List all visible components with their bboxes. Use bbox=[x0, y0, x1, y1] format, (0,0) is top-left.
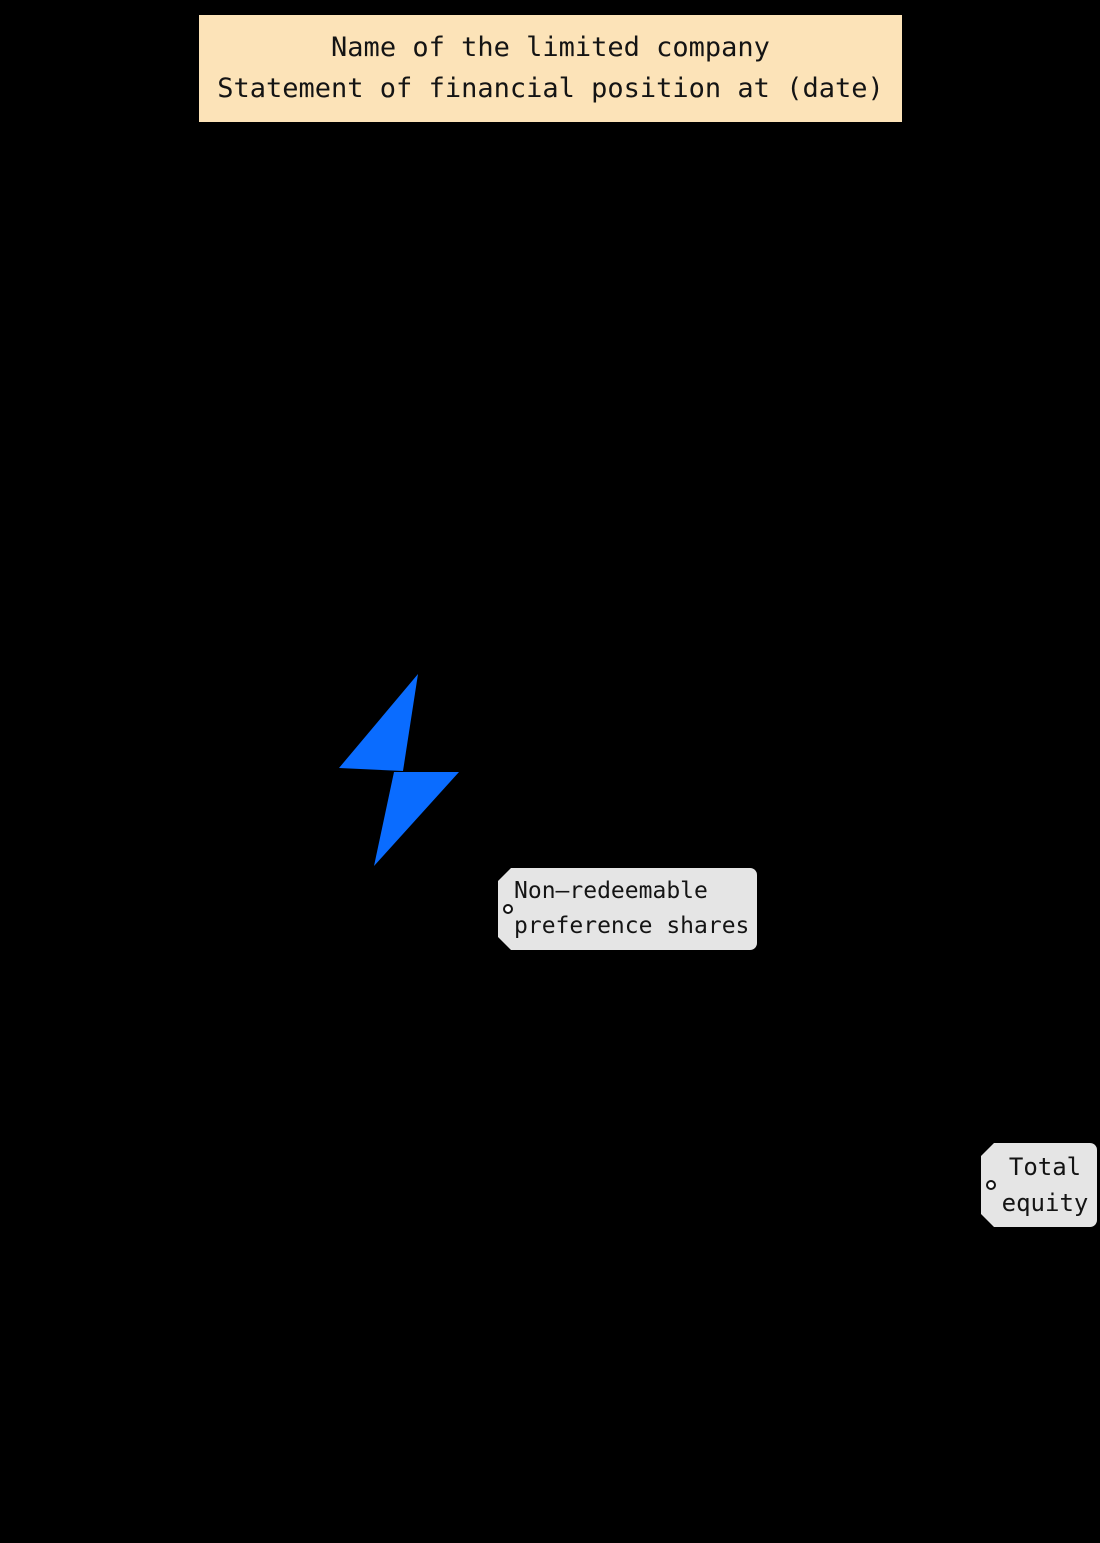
title-box: Name of the limited company Statement of… bbox=[199, 15, 902, 122]
lightning-bolt-icon bbox=[339, 674, 459, 866]
bolt-upper-triangle bbox=[339, 674, 418, 771]
tag-total-line-2: equity bbox=[1001, 1189, 1089, 1217]
tag-pref-line-2: preference shares bbox=[514, 913, 750, 939]
tag-hole-icon bbox=[503, 904, 513, 914]
tag-non-redeemable-preference-shares: Non—redeemable preference shares bbox=[498, 868, 757, 950]
bolt-lower-triangle bbox=[374, 772, 459, 866]
tag-hole-icon bbox=[986, 1180, 996, 1190]
title-line-2: Statement of financial position at (date… bbox=[217, 72, 884, 104]
tag-pref-line-1: Non—redeemable bbox=[514, 878, 708, 904]
title-line-1: Name of the limited company bbox=[331, 32, 770, 63]
tag-total-equity: Total equity bbox=[981, 1143, 1097, 1227]
tag-total-line-1: Total bbox=[1008, 1153, 1082, 1181]
